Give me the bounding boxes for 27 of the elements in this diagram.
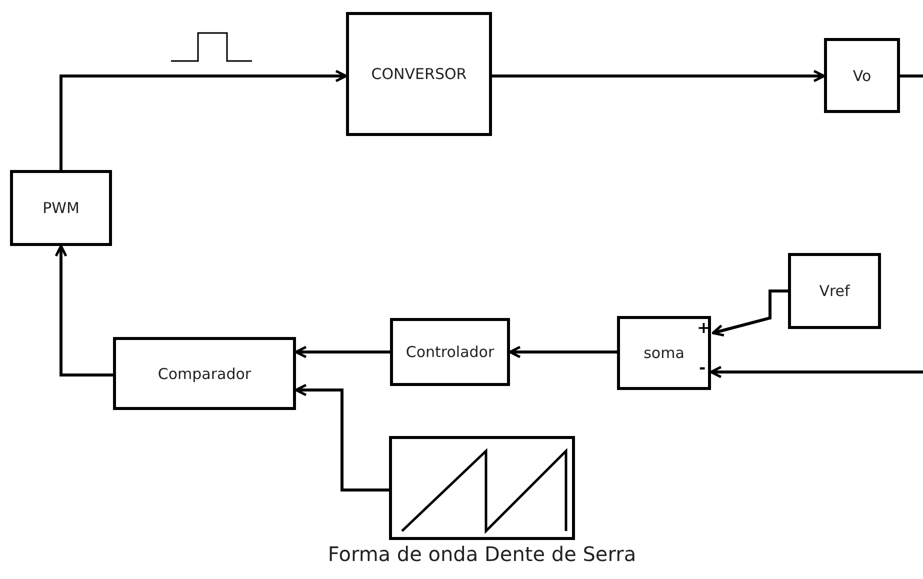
arrow (54, 244, 113, 376)
node-label: Forma de onda Dente de Serra (328, 542, 636, 566)
node-label: CONVERSOR (371, 65, 467, 83)
process-box (617, 316, 711, 390)
arrow (712, 290, 788, 337)
arrow (294, 384, 389, 492)
node-label: Comparador (158, 364, 252, 382)
process-box (788, 253, 881, 329)
arrow (60, 70, 348, 170)
node-label: Vo (852, 66, 872, 84)
process-box (824, 38, 900, 113)
arrow (492, 70, 826, 82)
process-box (346, 12, 492, 136)
node-label: PWM (42, 199, 80, 217)
process-box (113, 337, 296, 410)
sawtooth-generator-box (389, 436, 575, 540)
arrow (710, 366, 923, 378)
polarity-sign: - (699, 360, 706, 376)
connector-line (900, 74, 923, 78)
polarity-sign: + (697, 320, 710, 336)
arrow (508, 346, 617, 358)
node-label: Controlador (406, 343, 494, 361)
arrow (294, 346, 390, 358)
process-box (10, 170, 112, 246)
node-label: soma (644, 344, 684, 362)
process-box (390, 318, 510, 386)
node-label: Vref (819, 282, 850, 300)
